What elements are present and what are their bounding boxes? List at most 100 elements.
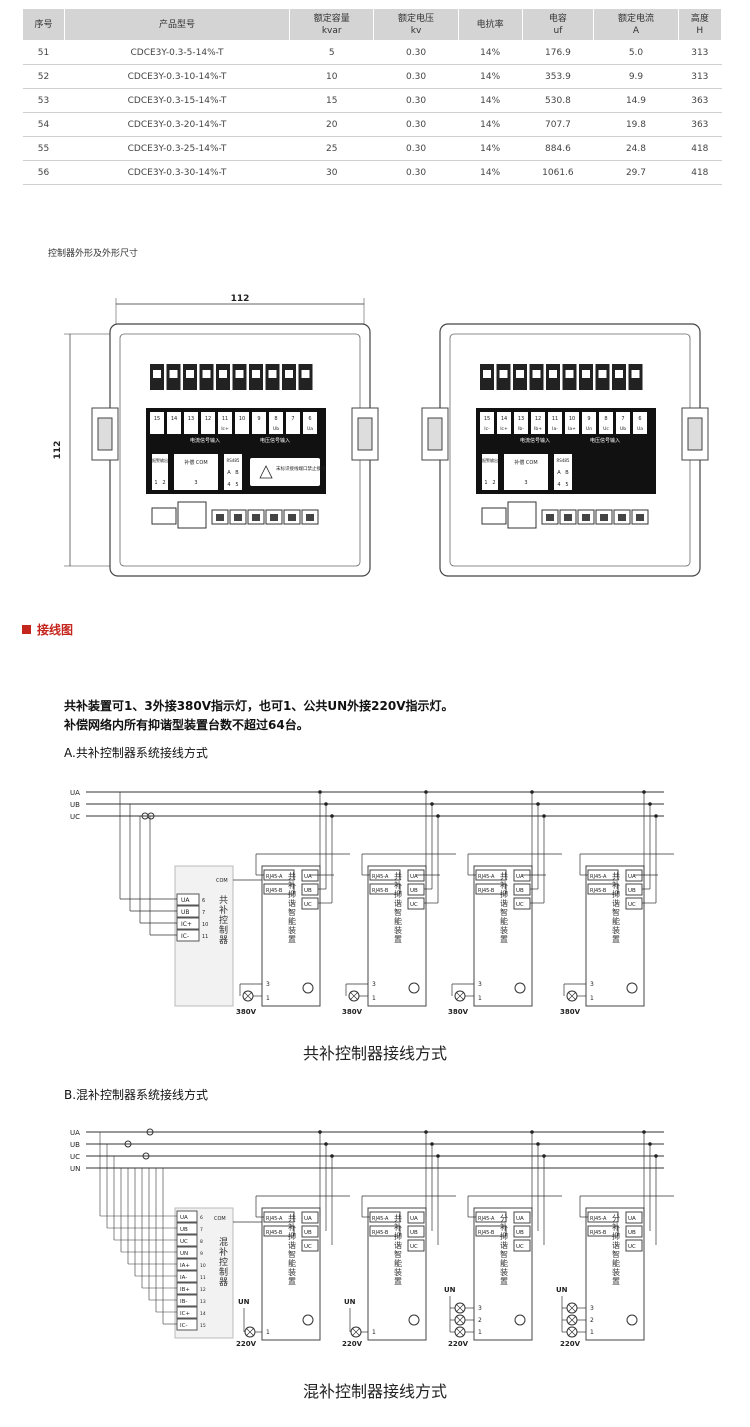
terminal-screw [549,370,557,378]
bottom-terminal-number: 1 [154,480,157,486]
terminal-screw [252,370,260,378]
rs485-label: RS485 [227,458,240,463]
device-name-text: 共补抑谐智能装置 [394,872,403,944]
table-cell: 418 [678,136,722,161]
junction-dot [542,1154,546,1158]
device-terminal [513,1211,531,1224]
terminal-signal: Ia- [552,426,558,432]
controller-terminal-number: 9 [200,1251,203,1257]
terminal-screw [285,370,293,378]
warning-box [250,458,320,486]
line-label: UC [70,813,80,821]
controller-terminal [176,1318,198,1331]
table-cell: 19.8 [593,112,679,137]
controller-terminal-number: 7 [200,1227,203,1233]
terminal-number: 1 [372,1329,376,1336]
terminal-number: 7 [291,416,294,422]
device-terminal [513,1239,531,1252]
controller-terminal [176,1222,198,1235]
table-cell: 884.6 [522,136,594,161]
wire [455,991,465,1001]
table-cell: 0.30 [373,160,459,185]
device-terminal [301,1225,319,1238]
bottom-terminal-number: B [235,470,239,476]
rj45b-label: RJ45-B [266,888,283,894]
rj45b-label: RJ45-B [266,1230,283,1236]
header-unit: H [696,25,704,36]
terminal-label-cell [303,412,317,434]
controller-terminal-label: UA [181,897,190,904]
terminal-screw [186,370,194,378]
lamp-voltage: 380V [560,1008,581,1016]
device-terminal-label: UA [304,874,312,880]
terminal-signal: Ub [620,426,626,432]
mounting-clip-inner [97,417,113,451]
terminal-label-cell [269,412,283,434]
wiring-section-heading: 接线图 [22,621,73,638]
device-terminal-label: UA [410,1216,418,1222]
junction-dot [424,790,428,794]
controller-terminal-number: 11 [200,1275,206,1281]
device-terminal [625,1225,643,1238]
terminal-number: 14 [171,416,177,422]
terminal-screw [235,370,244,378]
terminal-signal: Ua [637,426,643,432]
junction-dot [430,1142,434,1146]
junction-dot [654,814,658,818]
junction-dot [324,1142,328,1146]
table-cell: 53 [22,88,65,113]
table-cell: 24.8 [593,136,679,161]
device-terminal [407,1211,425,1224]
rj45-port-inner [270,514,278,521]
table-cell: 176.9 [522,40,594,65]
device-name-text: 共补抑谐智能装置 [394,1214,403,1286]
terminal-screw [532,370,541,378]
terminal-number: 3 [590,981,594,988]
line-label: UA [70,789,80,797]
controller-terminal [176,1282,198,1295]
header-label: 额定容量 [313,13,350,24]
controller-terminal-number: 10 [202,922,208,928]
junction-dot [318,1130,322,1134]
lamp-voltage: 220V [560,1340,581,1348]
device-terminal-label: UC [516,902,524,908]
lamp-voltage: 380V [236,1008,257,1016]
table-header-cell: 电抗率 [457,8,523,41]
header-label: 电容 [548,13,567,24]
wire [243,991,253,1001]
header-unit: kv [410,25,422,36]
device-terminal-label: UC [516,1244,524,1250]
rj45-port-inner [252,514,260,521]
controller-terminal-number: 15 [200,1323,206,1329]
header-label: 产品型号 [159,19,196,30]
terminal-label-cell [252,412,266,434]
controller-terminal [176,893,200,906]
rj45b-box [475,1225,507,1237]
ground-icon [408,982,420,994]
controller-terminal-label: IC- [180,1323,187,1329]
device-terminal [407,883,425,896]
table-cell: 5.0 [593,40,679,65]
table-cell: 9.9 [593,64,679,89]
ground-icon [626,1314,638,1326]
mounting-clip-inner [687,417,703,451]
controller-terminal-label: IC+ [181,921,192,928]
rj45-port-inner [582,514,590,521]
device-name: 共补抑谐智能装置 [500,872,509,944]
terminal-number: 3 [372,981,376,988]
terminal-number: 11 [552,416,558,422]
terminal-number: 12 [205,416,211,422]
un-label: UN [444,1286,456,1294]
table-cell: 15 [289,88,374,113]
table-cell: CDCE3Y-0.3-10-14%-T [64,64,290,89]
device-terminal [513,883,531,896]
terminal-number: 8 [604,416,607,422]
device-terminal-label: UB [410,1230,418,1236]
table-header-cell: 序号 [22,8,65,41]
table-cell: 0.30 [373,136,459,161]
table-cell: 363 [678,88,722,113]
terminal-number: 1 [478,995,482,1002]
diagram-a-title: A.共补控制器系统接线方式 [64,746,208,760]
warning-icon [259,465,273,479]
current-input-label: 电流信号输入 [190,437,220,444]
